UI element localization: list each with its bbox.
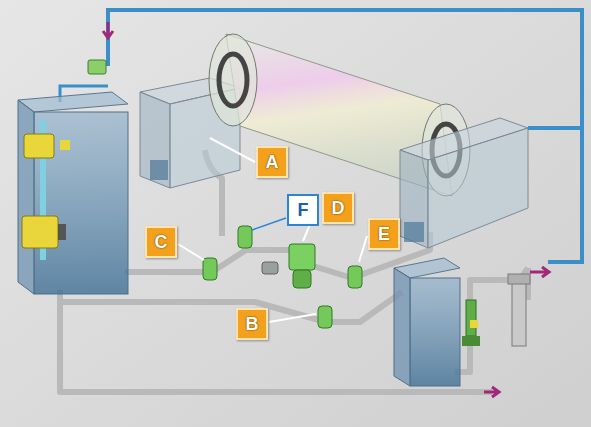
callout-letter: A <box>266 153 279 171</box>
callout-letter: F <box>298 201 309 219</box>
callout-box: B <box>236 308 268 340</box>
leader-lines <box>178 138 367 322</box>
callout-box: C <box>145 226 177 258</box>
outlet-arrow <box>484 387 499 397</box>
leader-line <box>252 218 286 230</box>
clean-tank <box>18 92 128 294</box>
water-pipe <box>108 10 582 262</box>
right-tray <box>400 118 528 248</box>
callout-letter: D <box>332 199 345 217</box>
callout-box: A <box>256 146 288 178</box>
callout-letter: C <box>155 233 168 251</box>
callout-letter: B <box>246 315 259 333</box>
callout-box: E <box>368 218 400 250</box>
bag-filter <box>508 267 549 346</box>
dirty-tank <box>394 258 480 386</box>
callout-box: F <box>287 194 319 226</box>
callout-box: D <box>322 192 354 224</box>
inlet-valve <box>88 22 113 74</box>
valves <box>203 226 362 328</box>
pump <box>289 244 315 288</box>
water-pipe <box>528 126 582 130</box>
callout-letter: E <box>378 225 390 243</box>
